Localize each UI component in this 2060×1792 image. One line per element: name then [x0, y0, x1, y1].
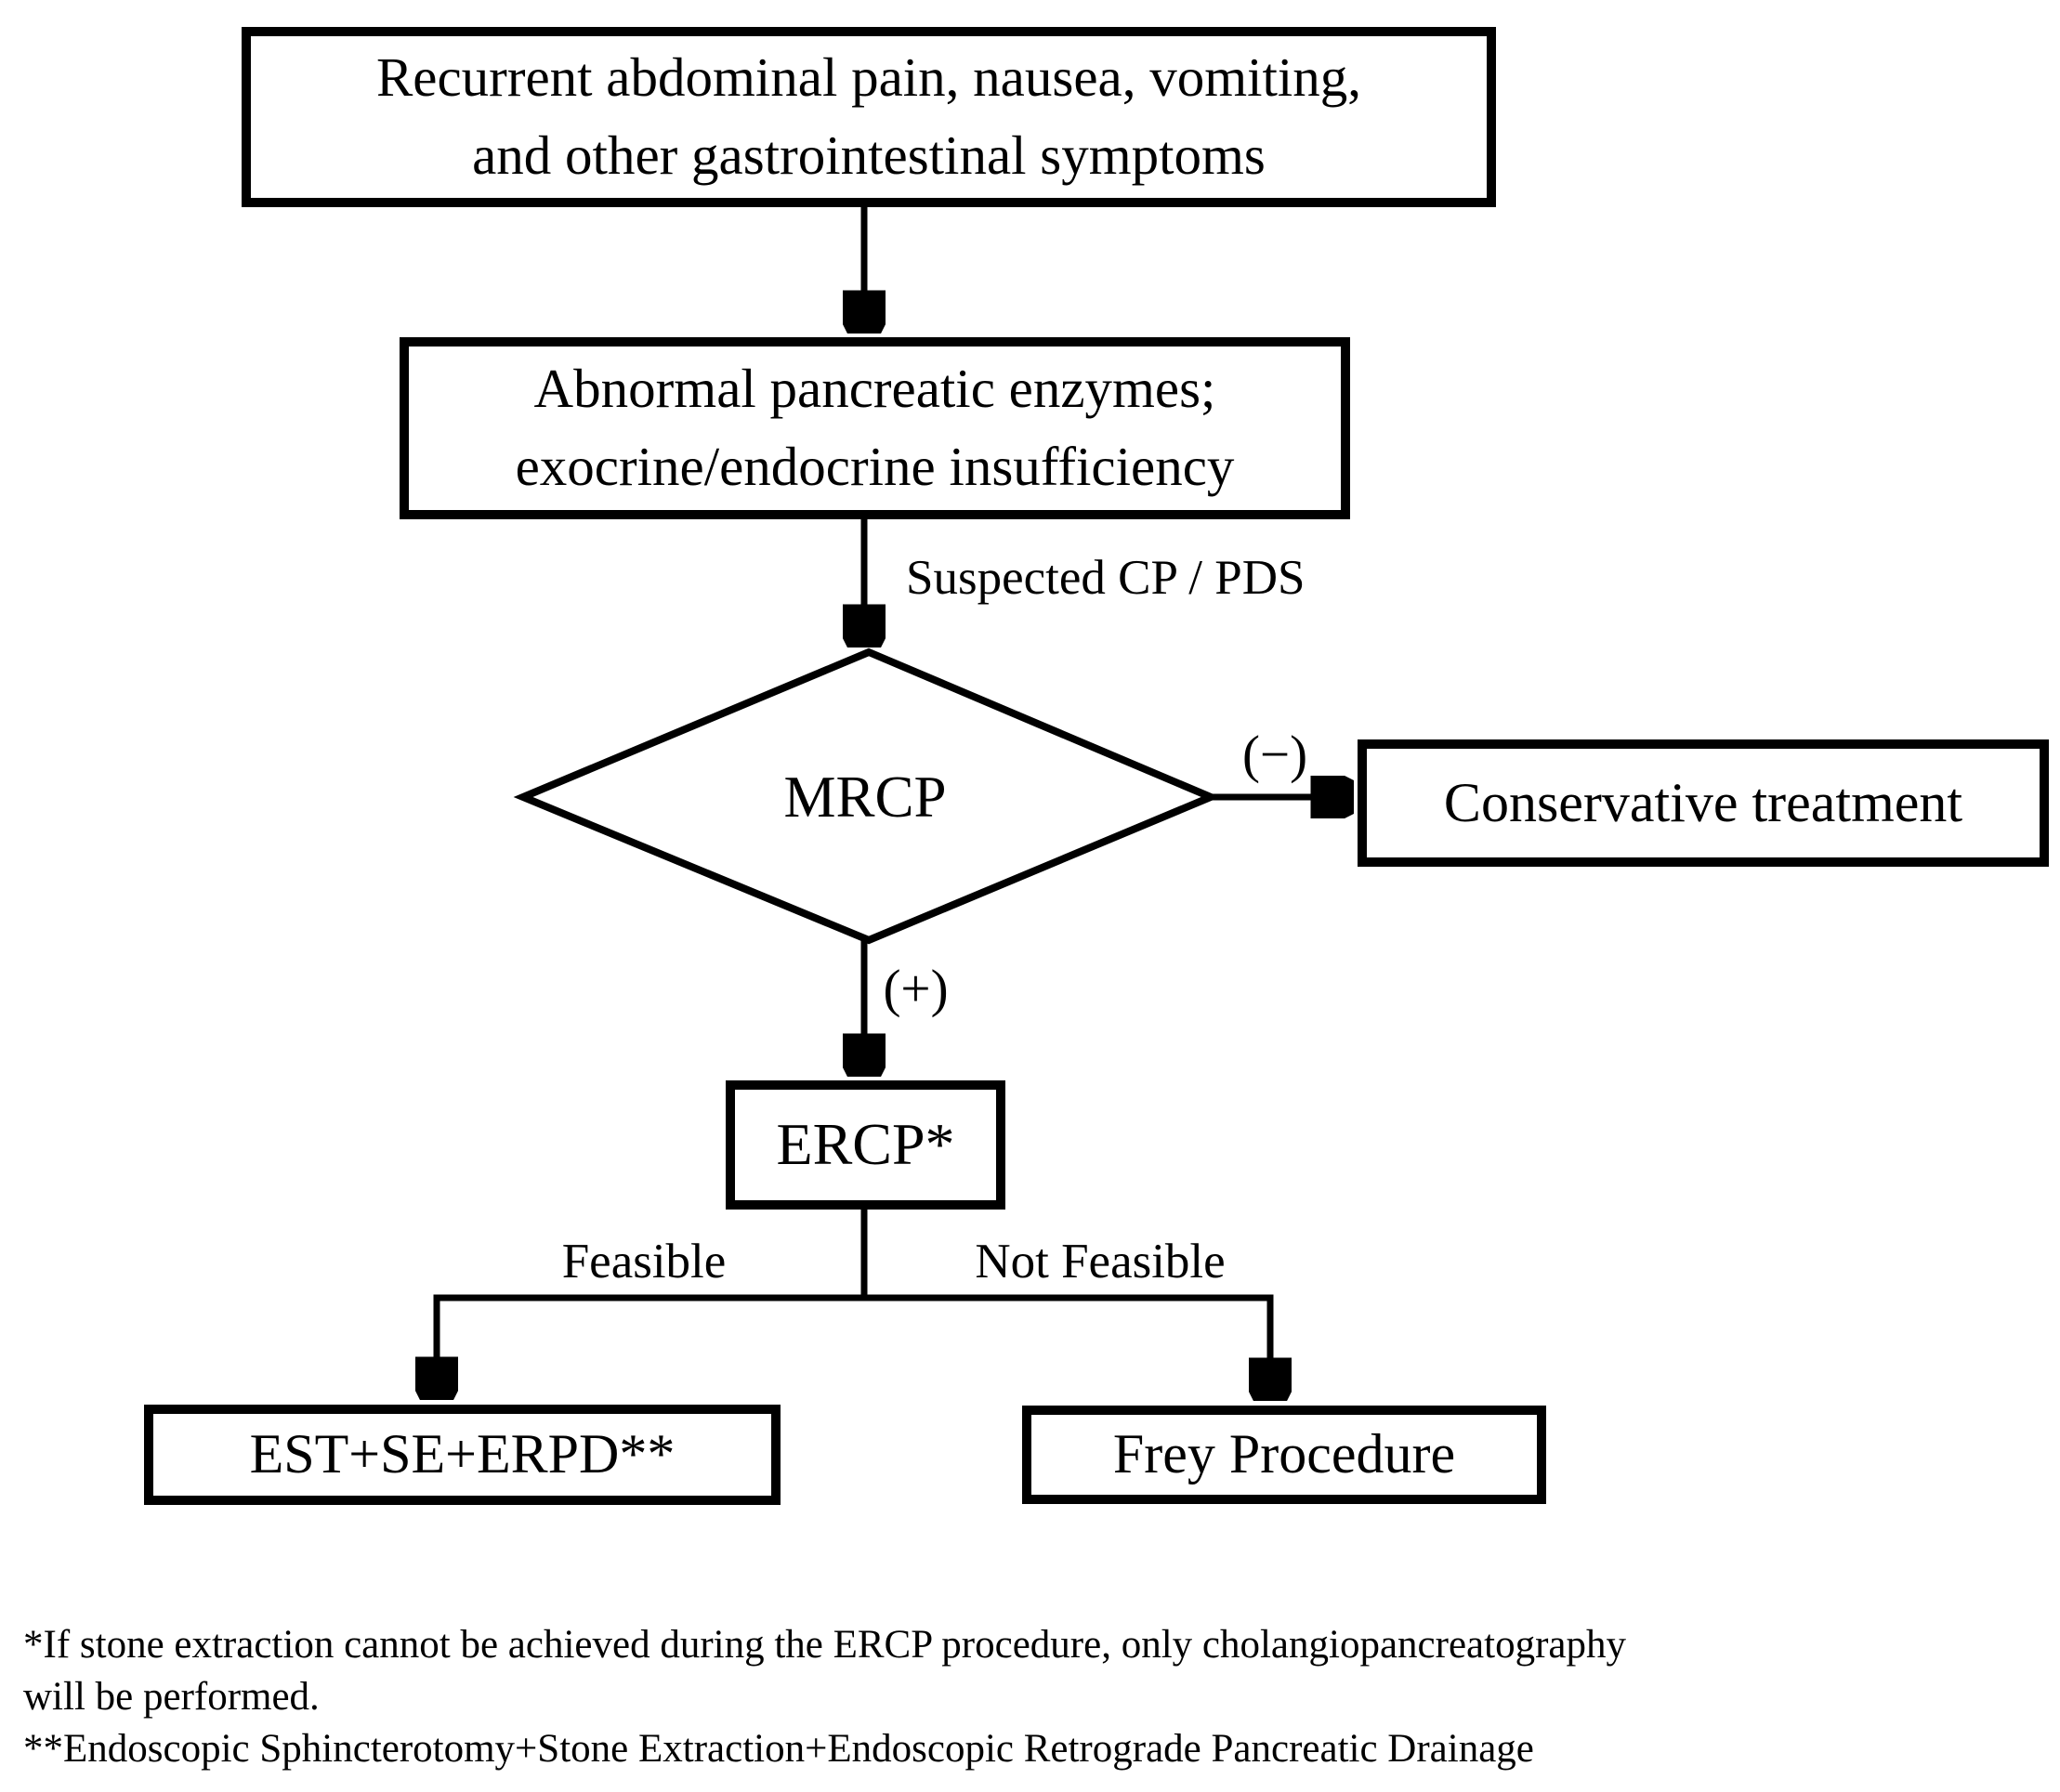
- edge-label-feasible: Feasible: [561, 1235, 727, 1288]
- node-frey-label: Frey Procedure: [1112, 1423, 1456, 1485]
- edge-label-suspected-cp-pds: Suspected CP / PDS: [906, 551, 1306, 605]
- node-frey-procedure: Frey Procedure: [1022, 1406, 1546, 1504]
- node-est-label: EST+SE+ERPD**: [249, 1423, 676, 1485]
- node-ercp-label: ERCP*: [776, 1111, 955, 1178]
- node-enzymes-line1: Abnormal pancreatic enzymes;: [533, 358, 1216, 420]
- decision-diamond-mrcp: [513, 647, 1221, 945]
- node-conservative-treatment: Conservative treatment: [1358, 739, 2049, 867]
- footnote-line3: **Endoscopic Sphincterotomy+Stone Extrac…: [23, 1727, 1534, 1771]
- node-symptoms-line2: and other gastrointestinal symptoms: [472, 124, 1266, 186]
- node-ercp: ERCP*: [726, 1080, 1005, 1210]
- edge-label-negative: (−): [1241, 726, 1308, 784]
- footnotes-block: *If stone extraction cannot be achieved …: [23, 1619, 1909, 1775]
- edge-label-positive: (+): [883, 960, 949, 1018]
- node-symptoms: Recurrent abdominal pain, nausea, vomiti…: [242, 27, 1496, 207]
- node-enzymes-line2: exocrine/endocrine insufficiency: [515, 436, 1235, 497]
- edge-label-not-feasible: Not Feasible: [975, 1235, 1226, 1288]
- node-est-se-erpd: EST+SE+ERPD**: [144, 1405, 781, 1505]
- node-abnormal-enzymes: Abnormal pancreatic enzymes; exocrine/en…: [400, 337, 1350, 519]
- footnote-line2: will be performed.: [23, 1675, 320, 1719]
- node-symptoms-line1: Recurrent abdominal pain, nausea, vomiti…: [375, 46, 1362, 109]
- node-mrcp-label: MRCP: [783, 765, 947, 830]
- branch-connector-line: [433, 1206, 1274, 1301]
- footnote-line1: *If stone extraction cannot be achieved …: [23, 1623, 1626, 1667]
- node-conservative-label: Conservative treatment: [1443, 771, 1963, 833]
